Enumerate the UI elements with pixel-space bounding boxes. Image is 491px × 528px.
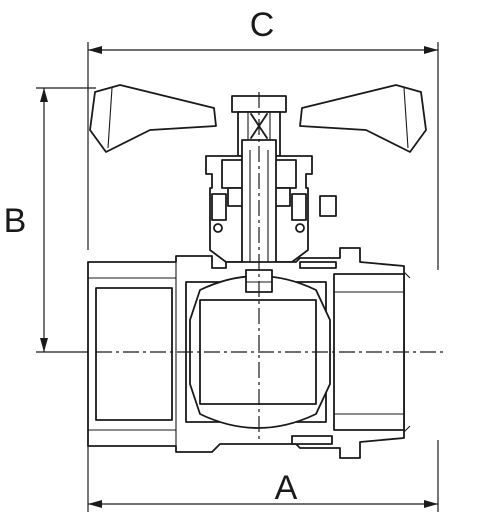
handle-wing-left-edge [107,87,113,149]
dim-c-arrow-right [424,46,438,54]
bonnet-lug-left [211,193,227,221]
o-ring-right [295,223,305,233]
dim-b-arrow-bottom [40,338,48,352]
bonnet-lug-right [291,193,307,221]
male-thread-bottom [403,425,411,433]
handle-wing-left [89,84,217,153]
valve-body [87,247,411,459]
dim-a-arrow-left [88,500,102,508]
bonnet-stop-right [319,195,337,217]
handle-wing-right-edge [403,87,409,149]
o-ring-left [213,223,223,233]
dim-b-arrow-top [40,88,48,102]
handle-wing-right [299,84,427,153]
dimension-b: B [4,87,96,353]
centre-lines [96,92,446,440]
dimension-c: C [87,6,439,270]
dimension-a: A [87,440,439,512]
seat-ring-top [299,261,337,269]
dim-a-label: A [275,469,298,507]
seat-ring-bottom [291,435,333,445]
male-thread-top [403,271,411,279]
dim-c-arrow-left [88,46,102,54]
body-female-end [95,287,173,421]
dim-a-arrow-right [424,500,438,508]
dim-b-label: B [4,202,27,240]
dim-c-label: C [250,6,275,44]
bonnet [205,139,337,269]
